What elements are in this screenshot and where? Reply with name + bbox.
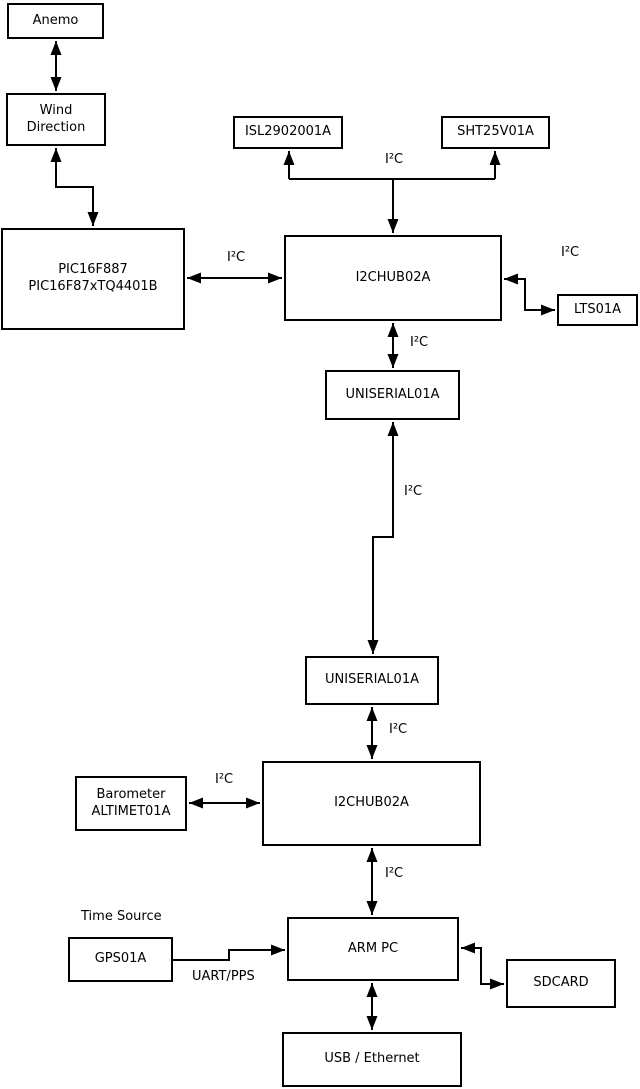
node-wind-direction-label-line1: Wind — [39, 102, 73, 118]
node-sht25v01a-label: SHT25V01A — [457, 124, 534, 140]
connector-uniserial-upper-lower — [367, 422, 399, 654]
node-usb-ethernet: USB / Ethernet — [282, 1032, 462, 1087]
edge-label-i2c-sensor-branch: I²C — [385, 152, 404, 167]
edge-label-time-source: Time Source — [81, 909, 162, 924]
node-uniserial01a-upper-label: UNISERIAL01A — [345, 386, 440, 402]
node-gps01a: GPS01A — [68, 937, 173, 982]
connector-wind-pic — [50, 148, 99, 226]
node-pic16f887-label-line1: PIC16F887 — [58, 262, 128, 278]
node-barometer-label-line2: ALTIMET01A — [91, 803, 171, 819]
node-wind-direction-label-line2: Direction — [26, 119, 86, 135]
edge-label-i2c-hub-lts: I²C — [561, 245, 580, 260]
edge-label-i2c-uniserial-link: I²C — [404, 484, 423, 499]
node-uniserial01a-upper: UNISERIAL01A — [325, 370, 460, 420]
node-uniserial01a-lower: UNISERIAL01A — [305, 656, 439, 705]
node-i2chub02a-top-label: I2CHUB02A — [355, 269, 431, 285]
edge-label-i2c-hub-uniserial: I²C — [410, 335, 429, 350]
node-barometer-altimet01a: Barometer ALTIMET01A — [75, 776, 187, 831]
node-i2chub02a-bottom: I2CHUB02A — [262, 761, 481, 846]
connector-gps-armpc — [173, 944, 285, 961]
edge-label-i2c-uniserial-hub2: I²C — [389, 722, 408, 737]
connector-armpc-sdcard — [461, 942, 504, 990]
node-isl2902001a-label: ISL2902001A — [244, 124, 332, 140]
node-anemo-label: Anemo — [32, 12, 79, 28]
node-gps01a-label: GPS01A — [94, 951, 147, 967]
node-isl2902001a: ISL2902001A — [233, 116, 343, 149]
node-pic16f887: PIC16F887 PIC16F87xTQ4401B — [1, 228, 185, 330]
node-pic16f887-label-line2: PIC16F87xTQ4401B — [28, 279, 158, 294]
edge-label-i2c-hub2-armpc: I²C — [385, 866, 404, 881]
node-anemo: Anemo — [7, 3, 104, 39]
edge-label-i2c-barometer-hub2: I²C — [215, 772, 234, 787]
node-i2chub02a-bottom-label: I2CHUB02A — [334, 795, 409, 811]
node-uniserial01a-lower-label: UNISERIAL01A — [325, 672, 419, 688]
node-sht25v01a: SHT25V01A — [441, 116, 550, 149]
edge-label-uart-pps: UART/PPS — [192, 969, 255, 984]
connector-i2chub-top-lts — [504, 273, 555, 316]
node-arm-pc-label: ARM PC — [347, 940, 399, 956]
node-arm-pc: ARM PC — [287, 917, 459, 981]
node-barometer-label-line1: Barometer — [96, 786, 166, 802]
node-lts01a: LTS01A — [557, 294, 638, 326]
node-lts01a-label: LTS01A — [573, 301, 622, 317]
node-sdcard-label: SDCARD — [533, 975, 589, 991]
node-sdcard: SDCARD — [506, 959, 616, 1008]
node-i2chub02a-top: I2CHUB02A — [284, 235, 502, 321]
node-wind-direction: Wind Direction — [6, 93, 106, 146]
node-usb-ethernet-label: USB / Ethernet — [324, 1051, 420, 1067]
edge-label-i2c-pic-hub: I²C — [227, 250, 246, 265]
